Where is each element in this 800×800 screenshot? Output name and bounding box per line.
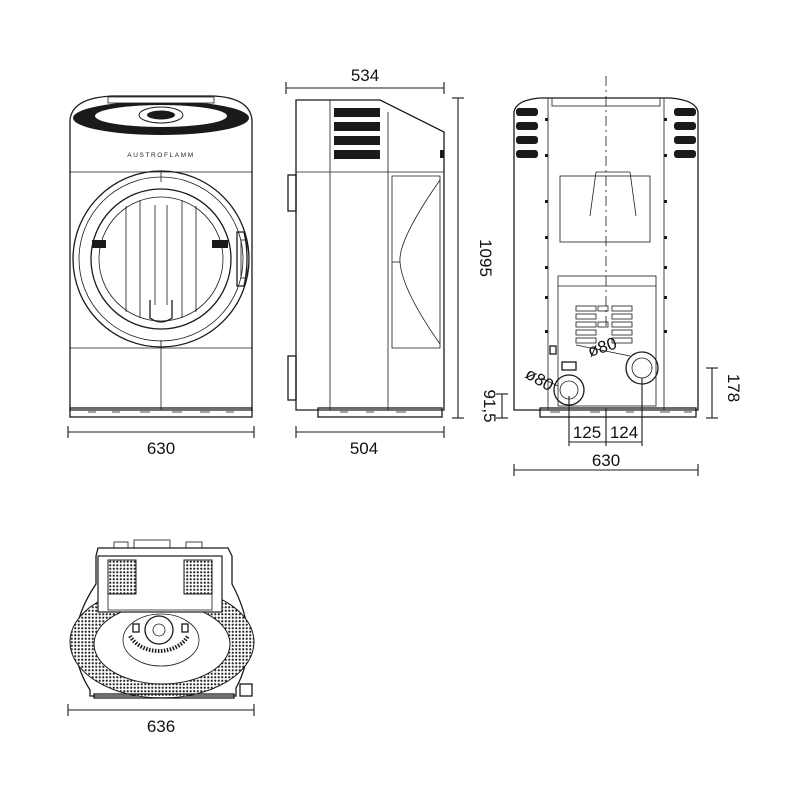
ash-pan-handle — [149, 300, 173, 323]
lower-pipe-height: 91,5 — [480, 389, 499, 422]
top-grille-left — [107, 559, 137, 595]
rear-rivets — [545, 118, 667, 333]
firebox-door — [72, 170, 250, 348]
front-view: AUSTROFLAMM 630 — [67, 95, 255, 458]
lower-pipe-offset: 125 — [573, 423, 601, 442]
brand-label: AUSTROFLAMM — [127, 152, 194, 159]
top-control-knob-icon — [144, 615, 174, 645]
side-view: 534 504 1095 — [285, 66, 495, 458]
height-dimension: 1095 — [476, 239, 495, 277]
rear-width-dimension: 630 — [592, 451, 620, 470]
front-width-dimension: 630 — [147, 439, 175, 458]
top-view: 636 — [67, 539, 255, 736]
lower-pipe-diameter: ø80 — [522, 364, 557, 395]
rear-grille — [575, 305, 633, 344]
rear-vents-left — [516, 108, 538, 158]
side-top-depth-dimension: 534 — [351, 66, 379, 85]
top-width-dimension: 636 — [147, 717, 175, 736]
upper-pipe-height: 178 — [724, 374, 743, 402]
control-knob-icon — [147, 110, 175, 120]
side-handle — [287, 174, 297, 212]
rear-view: ø80 ø80 125 124 630 178 91,5 — [480, 76, 743, 476]
rear-vents-right — [674, 108, 696, 158]
upper-pipe-offset: 124 — [610, 423, 638, 442]
side-base-depth-dimension: 504 — [350, 439, 378, 458]
top-grille-right — [183, 559, 213, 595]
side-vents — [334, 108, 380, 159]
